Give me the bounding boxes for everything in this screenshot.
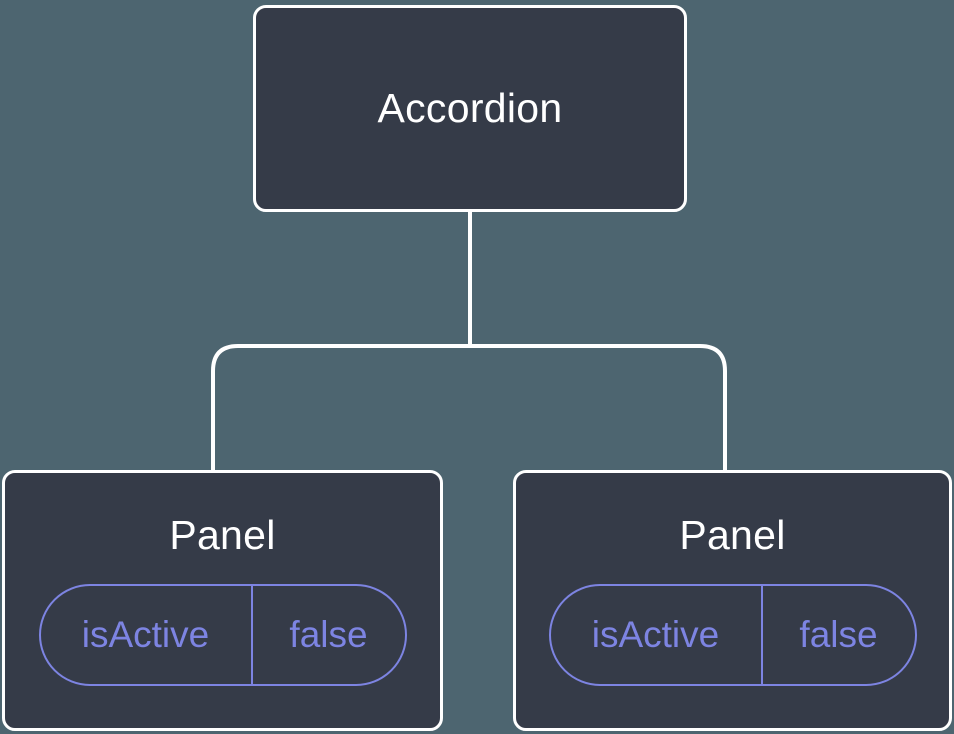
node-label-panel-2: Panel (679, 512, 786, 558)
state-value: false (289, 614, 368, 655)
state-pill-panel-2: isActive false (548, 584, 917, 686)
tree-node-panel-2: Panel isActive false (513, 470, 952, 731)
node-label-panel-1: Panel (169, 512, 276, 558)
state-key: isActive (41, 586, 253, 684)
state-pill-panel-1: isActive false (38, 584, 407, 686)
connector-bracket (211, 344, 727, 472)
state-value: false (799, 614, 878, 655)
tree-node-panel-1: Panel isActive false (2, 470, 443, 731)
state-key: isActive (551, 586, 763, 684)
node-label-accordion: Accordion (377, 85, 563, 131)
tree-node-accordion: Accordion (253, 5, 687, 212)
